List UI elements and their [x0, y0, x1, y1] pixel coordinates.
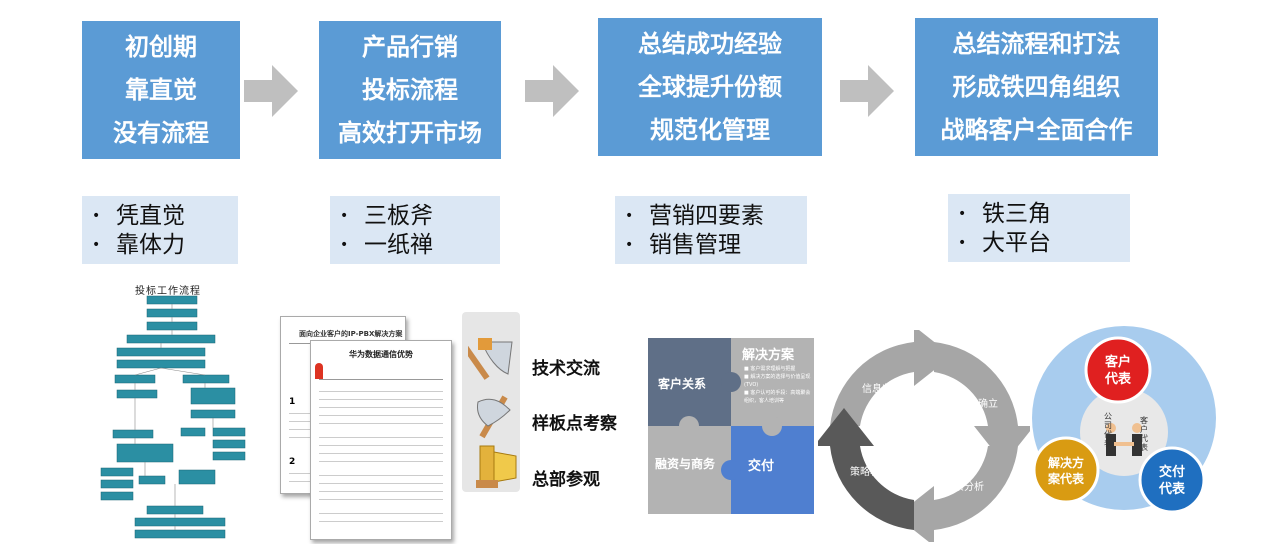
circle-delivery-rep	[1138, 446, 1206, 514]
inner-label-company-rep: 公司代表	[1104, 412, 1112, 448]
point-item: • 营销四要素	[615, 202, 807, 231]
puzzle-piece-finance	[648, 426, 731, 514]
stage-box-3: 总结成功经验 全球提升份额 规范化管理	[598, 18, 822, 156]
cycle-arrow-bottom-right	[896, 446, 1018, 542]
svg-text:■ 客户需求理解与把握: ■ 客户需求理解与把握	[744, 365, 795, 372]
puzzle-graphic: ■ 客户需求理解与把握 ■ 解决方案的选择与价值呈现 (TVO) ■ 客户认可的…	[648, 338, 814, 514]
cycle-arrow-top-left	[830, 330, 952, 426]
double-axe-icon	[477, 395, 511, 439]
point-text: 销售管理	[649, 232, 741, 258]
point-item: • 大平台	[948, 229, 1130, 258]
stage-3-line-3: 规范化管理	[650, 115, 770, 144]
arrow-1-icon	[244, 65, 298, 117]
bullet: •	[958, 206, 967, 222]
points-box-1: • 凭直觉 • 靠体力	[82, 196, 238, 264]
svg-text:■ 客户认可的手段：高端聚会: ■ 客户认可的手段：高端聚会	[744, 389, 810, 396]
bullet: •	[625, 237, 634, 253]
stage-2-line-3: 高效打开市场	[338, 118, 482, 147]
triangle-graphic	[1032, 326, 1216, 514]
bullet: •	[92, 237, 101, 253]
puzzle-piece-delivery	[731, 426, 814, 514]
flowchart-title: 投标工作流程	[135, 286, 201, 297]
point-text: 凭直觉	[116, 203, 185, 229]
stage-box-4: 总结流程和打法 形成铁四角组织 战略客户全面合作	[915, 18, 1158, 156]
bullet: •	[958, 235, 967, 251]
circle-label-solution-rep: 解决方 案代表	[1047, 456, 1084, 486]
bullet: •	[92, 208, 101, 224]
cycle-label-collect: 信息收集	[862, 384, 902, 395]
puzzle-label-solution: 解决方案	[742, 348, 795, 363]
stage-3-line-1: 总结成功经验	[638, 29, 782, 58]
golden-axe-icon	[476, 445, 517, 488]
stage-2-line-2: 投标流程	[362, 75, 458, 104]
cycle-label-analysis: 要素分析	[944, 482, 984, 493]
cycle-graphic	[818, 330, 1030, 542]
points-box-3: • 营销四要素 • 销售管理	[615, 196, 807, 264]
puzzle-label-customer: 客户关系	[658, 377, 707, 391]
stage-box-2: 产品行销 投标流程 高效打开市场	[319, 21, 501, 159]
circle-customer-rep	[1084, 336, 1152, 404]
puzzle-piece-customer	[648, 338, 731, 426]
huawei-logo-icon	[315, 363, 323, 379]
stage-4-line-1: 总结流程和打法	[952, 29, 1121, 58]
point-text: 大平台	[982, 230, 1051, 256]
arrow-2-icon	[525, 65, 579, 117]
document-front-thumbnail: 华为数据通信优势	[310, 340, 452, 540]
points-box-4: • 铁三角 • 大平台	[948, 194, 1130, 262]
handshake-icon	[1106, 423, 1142, 456]
cycle-arrow-top-right	[934, 342, 1030, 464]
axe-icon	[468, 338, 513, 380]
stage-1-line-3: 没有流程	[113, 118, 209, 147]
tool-label-2: 样板点考察	[532, 414, 617, 434]
svg-text:(TVO): (TVO)	[744, 382, 758, 388]
document-back-title: 面向企业客户的IP-PBX解决方案	[299, 330, 403, 338]
bullet: •	[625, 208, 634, 224]
point-item: • 靠体力	[82, 231, 238, 260]
point-text: 靠体力	[116, 232, 185, 258]
flowchart-thumbnail: 投标工作流程	[95, 280, 255, 544]
document-front-subtitle: 华为数据通信优势	[349, 350, 413, 359]
cycle-arrow-bottom-left	[818, 408, 914, 530]
stage-4-line-2: 形成铁四角组织	[952, 72, 1121, 101]
circle-label-customer-rep: 客户 代表	[1104, 355, 1131, 387]
tool-label-3: 总部参观	[532, 470, 600, 490]
cycle-label-goal: 目标确立	[958, 399, 998, 410]
tool-label-1: 技术交流	[532, 359, 600, 379]
inner-label-customer-rep: 客户代表	[1140, 416, 1148, 452]
svg-text:组织，客人培训等: 组织，客人培训等	[744, 397, 784, 404]
flowchart-graphic	[100, 295, 246, 539]
point-text: 一纸禅	[364, 232, 433, 258]
arrow-3-icon	[840, 65, 894, 117]
stage-2-line-1: 产品行销	[362, 32, 458, 61]
point-item: • 一纸禅	[330, 231, 500, 260]
point-text: 铁三角	[982, 201, 1051, 227]
puzzle-piece-solution	[731, 338, 814, 426]
stage-1-line-1: 初创期	[125, 32, 197, 61]
bullet: •	[340, 208, 349, 224]
cycle-label-strategy: 策略输出	[850, 467, 890, 478]
puzzle-label-finance: 融资与商务	[655, 457, 716, 471]
points-box-2: • 三板斧 • 一纸禅	[330, 196, 500, 264]
point-text: 营销四要素	[649, 203, 764, 229]
stage-1-line-2: 靠直觉	[125, 75, 197, 104]
bullet: •	[340, 237, 349, 253]
inner-circle	[1080, 388, 1168, 476]
stage-3-line-2: 全球提升份额	[638, 72, 782, 101]
point-item: • 销售管理	[615, 231, 807, 260]
puzzle-label-delivery: 交付	[748, 459, 775, 474]
point-item: • 三板斧	[330, 202, 500, 231]
circle-solution-rep	[1032, 436, 1100, 504]
stage-box-1: 初创期 靠直觉 没有流程	[82, 21, 240, 159]
point-item: • 凭直觉	[82, 202, 238, 231]
stage-4-line-3: 战略客户全面合作	[940, 115, 1133, 144]
circle-label-delivery-rep: 交付 代表	[1158, 465, 1185, 497]
point-text: 三板斧	[364, 203, 433, 229]
point-item: • 铁三角	[948, 200, 1130, 229]
svg-text:■ 解决方案的选择与价值呈现: ■ 解决方案的选择与价值呈现	[744, 373, 810, 380]
